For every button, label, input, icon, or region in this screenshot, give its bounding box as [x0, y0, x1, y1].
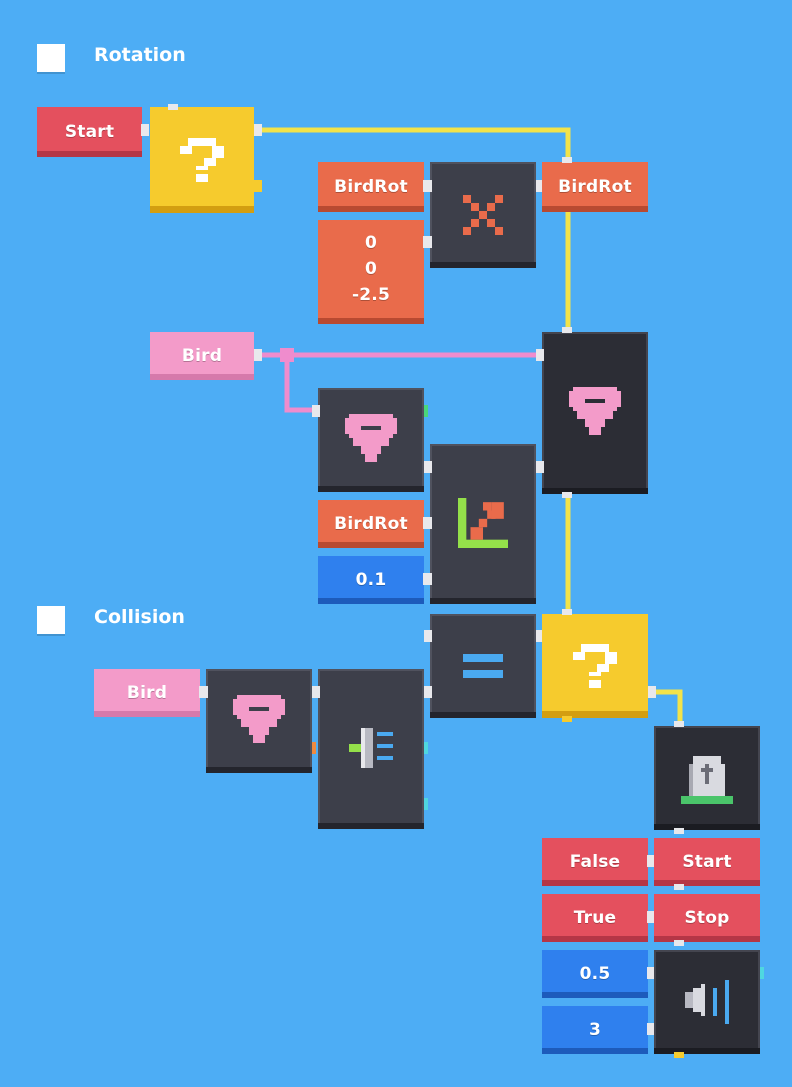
- port: [562, 609, 572, 615]
- multiply-icon: [463, 195, 503, 235]
- bird-object-block-2[interactable]: Bird: [94, 669, 200, 717]
- port: [647, 911, 655, 923]
- multiply-block[interactable]: [430, 162, 536, 268]
- port: [424, 630, 432, 642]
- game-over-block[interactable]: [654, 726, 760, 830]
- port: [141, 124, 149, 136]
- port: [424, 686, 432, 698]
- start-action-block[interactable]: Start: [654, 838, 760, 886]
- lerp-amount-number-block[interactable]: 0.1: [318, 556, 424, 604]
- equals-block[interactable]: [430, 614, 536, 718]
- port: [562, 157, 572, 163]
- set-birdrot-variable-block[interactable]: BirdRot: [542, 162, 648, 212]
- set-rotation-block[interactable]: [542, 332, 648, 494]
- port: [647, 967, 655, 979]
- port: [424, 180, 432, 192]
- vector-z: -2.5: [352, 285, 390, 305]
- volume-number-block[interactable]: 0.5: [542, 950, 648, 998]
- port: [648, 686, 656, 698]
- port: [254, 180, 262, 192]
- birdrot-variable-block[interactable]: BirdRot: [318, 162, 424, 212]
- port: [647, 1023, 655, 1035]
- port: [424, 405, 428, 417]
- port: [424, 798, 428, 810]
- raycast-icon: [349, 728, 393, 768]
- port: [536, 461, 544, 473]
- question-icon: [180, 138, 224, 182]
- port: [536, 180, 544, 192]
- start-event-block[interactable]: Start: [37, 107, 142, 157]
- collision-object-block[interactable]: [206, 669, 312, 773]
- collision-section-checkbox[interactable]: [37, 606, 65, 634]
- port: [562, 327, 572, 333]
- vector-y: 0: [364, 259, 378, 279]
- rotation-section-title: Rotation: [94, 44, 186, 66]
- true-boolean-block[interactable]: True: [542, 894, 648, 942]
- wire-junction: [280, 348, 294, 362]
- port: [312, 686, 320, 698]
- object-icon: [569, 387, 621, 435]
- port: [312, 742, 316, 754]
- lerp-block[interactable]: [430, 444, 536, 604]
- port: [424, 236, 432, 248]
- port: [254, 124, 262, 136]
- port: [647, 855, 655, 867]
- port: [562, 716, 572, 722]
- equals-icon: [463, 654, 503, 678]
- raycast-block[interactable]: [318, 669, 424, 829]
- rotation-section-checkbox[interactable]: [37, 44, 65, 72]
- port: [536, 349, 544, 361]
- vector-x: 0: [364, 233, 378, 253]
- port: [424, 461, 432, 473]
- collision-section-title: Collision: [94, 606, 185, 628]
- object-icon: [345, 414, 397, 462]
- birdrot-variable-block-2[interactable]: BirdRot: [318, 500, 424, 548]
- if-block-2[interactable]: [542, 614, 648, 718]
- port: [674, 884, 684, 890]
- wire-if-to-setrot: [262, 127, 571, 162]
- bird-object-block[interactable]: Bird: [150, 332, 254, 380]
- wire-if2-to-gameover: [652, 689, 683, 726]
- get-rotation-block[interactable]: [318, 388, 424, 492]
- speaker-icon: [685, 980, 729, 1024]
- if-block[interactable]: [150, 107, 254, 213]
- stop-action-block[interactable]: Stop: [654, 894, 760, 942]
- question-icon: [573, 644, 617, 688]
- pitch-number-block[interactable]: 3: [542, 1006, 648, 1054]
- port: [168, 104, 178, 110]
- port: [424, 573, 432, 585]
- port: [760, 967, 764, 979]
- false-boolean-block[interactable]: False: [542, 838, 648, 886]
- object-icon: [233, 695, 285, 743]
- port: [424, 517, 432, 529]
- port: [312, 405, 320, 417]
- port: [562, 492, 572, 498]
- play-sound-block[interactable]: [654, 950, 760, 1054]
- tombstone-icon: [681, 756, 733, 804]
- scale-graph-icon: [458, 498, 508, 548]
- port: [674, 940, 684, 946]
- port: [674, 828, 684, 834]
- wire-bird-to-getrot: [284, 355, 318, 413]
- port: [674, 721, 684, 727]
- port: [200, 686, 208, 698]
- rotation-vector-block[interactable]: 0 0 -2.5: [318, 220, 424, 324]
- port: [536, 630, 544, 642]
- port: [254, 349, 262, 361]
- port: [424, 742, 428, 754]
- port: [674, 1052, 684, 1058]
